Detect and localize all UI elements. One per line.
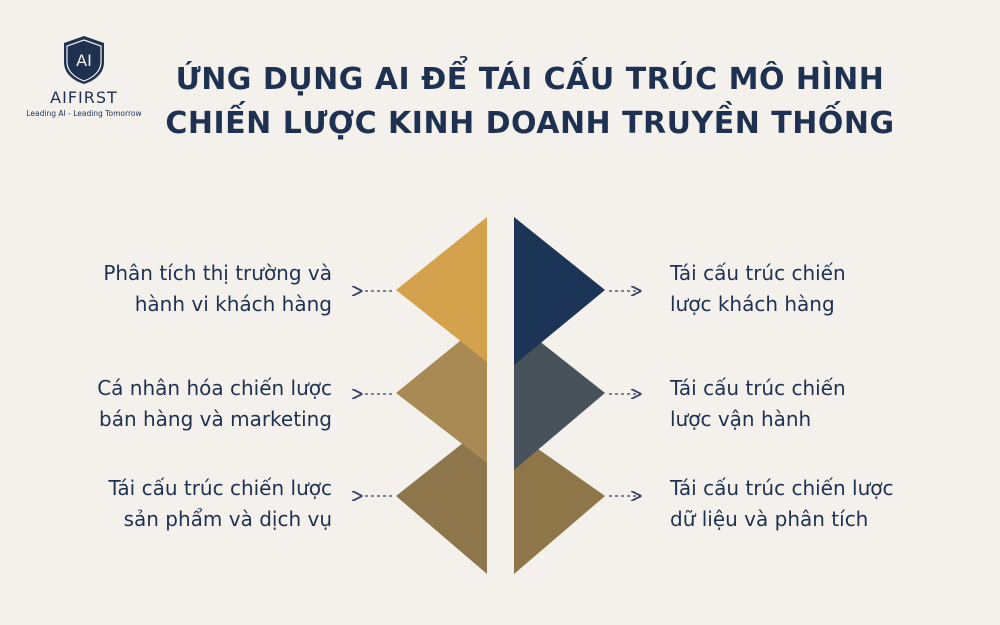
- brand-logo: AI AIFIRST Leading AI - Leading Tomorrow: [24, 34, 144, 118]
- left-triangle-1: [396, 217, 487, 362]
- logo-monogram: AI: [76, 51, 92, 70]
- brand-tagline: Leading AI - Leading Tomorrow: [26, 109, 142, 118]
- left-label-3-line-2: sản phẩm và dịch vụ: [123, 507, 332, 531]
- right-label-1-line-2: lược khách hàng: [670, 292, 835, 316]
- left-label-2-line-2: bán hàng và marketing: [99, 407, 332, 431]
- right-triangle-2: [514, 321, 605, 470]
- left-label-3: Tái cấu trúc chiến lược sản phẩm và dịch…: [32, 473, 333, 535]
- left-label-1: Phân tích thị trường và hành vi khách hà…: [32, 258, 332, 320]
- left-triangle-2: [396, 319, 487, 463]
- left-label-2: Cá nhân hóa chiến lược bán hàng và marke…: [32, 373, 332, 435]
- title-line-1: ỨNG DỤNG AI ĐỂ TÁI CẤU TRÚC MÔ HÌNH: [175, 62, 885, 97]
- right-triangle-1: [514, 217, 605, 365]
- right-label-3-line-2: dữ liệu và phân tích: [670, 507, 869, 531]
- brand-name: AIFIRST: [50, 88, 118, 107]
- right-label-3: Tái cấu trúc chiến lược dữ liệu và phân …: [670, 473, 970, 535]
- right-label-3-line-1: Tái cấu trúc chiến lược: [670, 476, 894, 500]
- left-label-1-line-2: hành vi khách hàng: [134, 292, 332, 316]
- right-triangle-3: [514, 432, 605, 574]
- left-label-3-line-1: Tái cấu trúc chiến lược: [108, 476, 333, 500]
- left-label-2-line-1: Cá nhân hóa chiến lược: [97, 376, 332, 400]
- right-label-2-line-2: lược vận hành: [670, 407, 812, 431]
- right-label-2-line-1: Tái cấu trúc chiến: [670, 376, 846, 400]
- page-title: ỨNG DỤNG AI ĐỂ TÁI CẤU TRÚC MÔ HÌNH CHIẾ…: [130, 58, 930, 146]
- title-line-2: CHIẾN LƯỢC KINH DOANH TRUYỀN THỐNG: [165, 106, 895, 141]
- right-label-1-line-1: Tái cấu trúc chiến: [670, 261, 846, 285]
- right-label-2: Tái cấu trúc chiến lược vận hành: [670, 373, 970, 435]
- shield-icon: AI: [64, 36, 104, 84]
- left-label-1-line-1: Phân tích thị trường và: [103, 261, 332, 285]
- left-triangle-3: [396, 424, 487, 574]
- right-label-1: Tái cấu trúc chiến lược khách hàng: [670, 258, 970, 320]
